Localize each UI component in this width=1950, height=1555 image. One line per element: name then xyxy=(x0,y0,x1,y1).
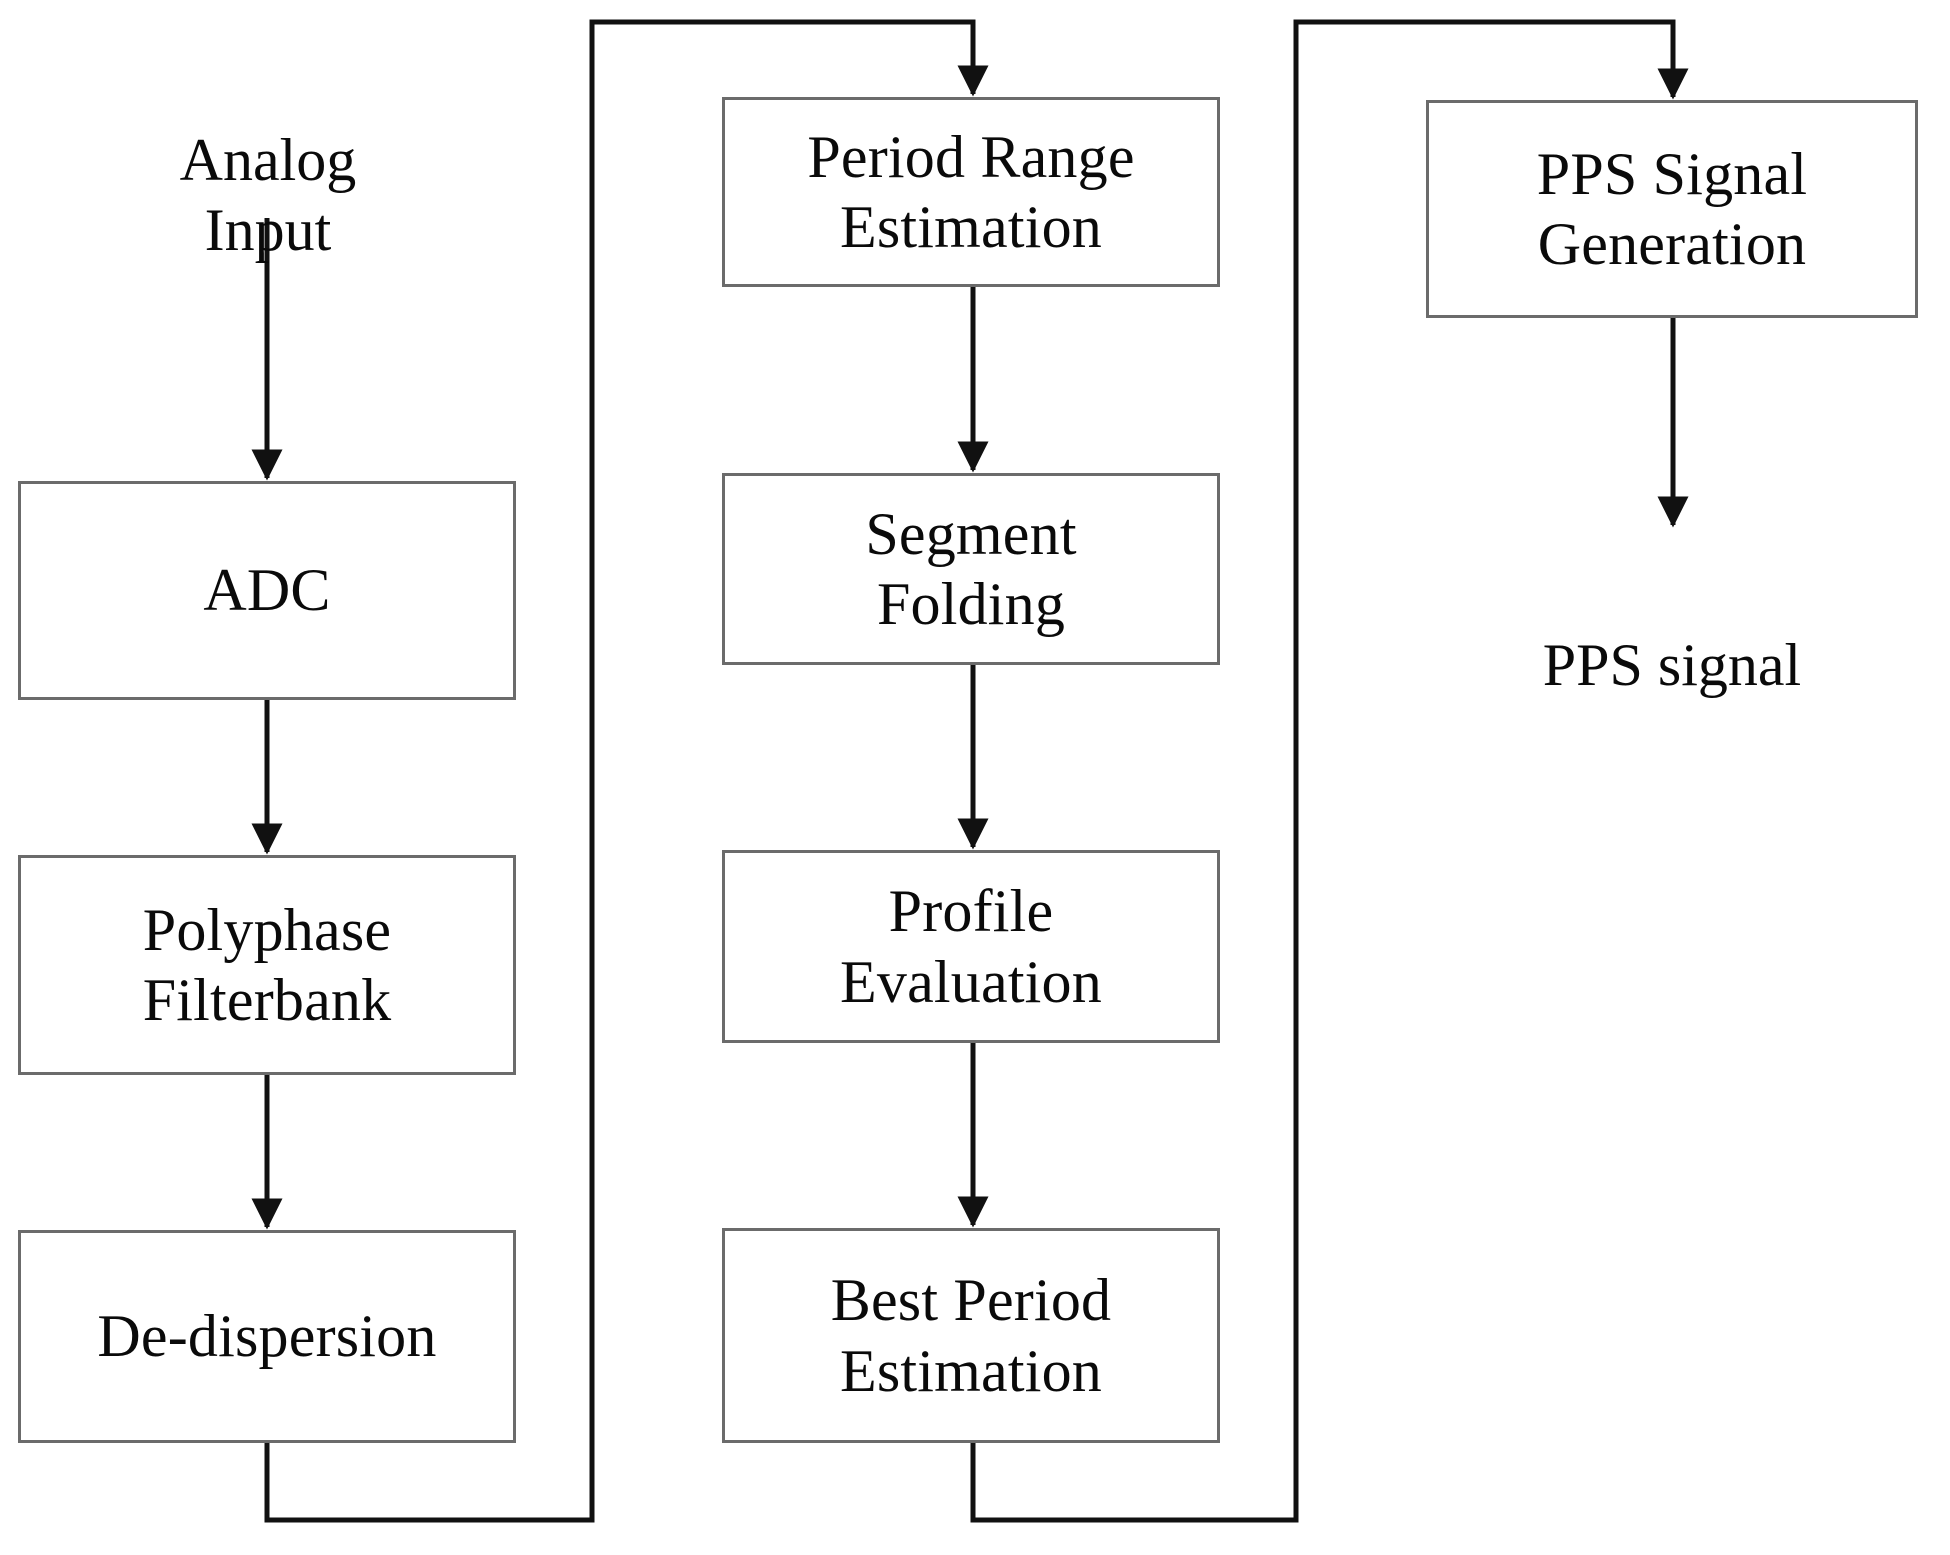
connector-best-period-estimation-to-pps-signal-generation xyxy=(970,19,1689,1523)
node-de-dispersion-label: De-dispersion xyxy=(97,1303,437,1370)
analog-input-text: Analog Input xyxy=(179,127,357,264)
node-segment-folding[interactable]: Segment Folding xyxy=(722,473,1220,665)
node-profile-evaluation-label: Profile Evaluation xyxy=(840,878,1102,1015)
node-adc-label: ADC xyxy=(203,557,331,624)
analog-input-label: Analog Input xyxy=(78,55,458,266)
node-polyphase-filterbank-label: Polyphase Filterbank xyxy=(142,896,392,1033)
node-segment-folding-label: Segment Folding xyxy=(865,500,1077,637)
node-profile-evaluation[interactable]: Profile Evaluation xyxy=(722,850,1220,1043)
node-best-period-estimation-label: Best Period Estimation xyxy=(830,1267,1112,1404)
pps-signal-label: PPS signal xyxy=(1426,560,1918,700)
node-pps-signal-generation[interactable]: PPS Signal Generation xyxy=(1426,100,1918,318)
node-best-period-estimation[interactable]: Best Period Estimation xyxy=(722,1228,1220,1443)
node-adc[interactable]: ADC xyxy=(18,481,516,700)
connector-de-dispersion-to-period-range-estimation xyxy=(264,19,989,1523)
node-polyphase-filterbank[interactable]: Polyphase Filterbank xyxy=(18,855,516,1075)
node-pps-signal-generation-label: PPS Signal Generation xyxy=(1536,140,1808,277)
node-period-range-estimation[interactable]: Period Range Estimation xyxy=(722,97,1220,287)
node-period-range-estimation-label: Period Range Estimation xyxy=(807,123,1135,260)
pps-signal-text: PPS signal xyxy=(1542,632,1802,699)
node-de-dispersion[interactable]: De-dispersion xyxy=(18,1230,516,1443)
